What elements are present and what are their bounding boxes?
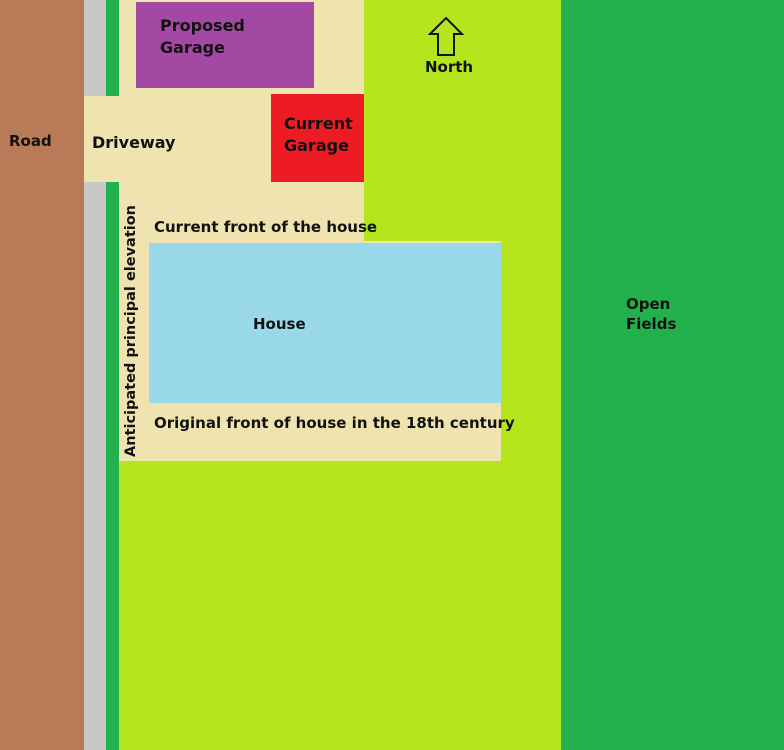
road: [0, 0, 84, 750]
hedge-strip: [106, 0, 119, 750]
open-fields-label-line2: Fields: [626, 315, 677, 334]
original-front-label: Original front of house in the 18th cent…: [154, 414, 515, 432]
anticipated-elevation-label: Anticipated principal elevation: [123, 204, 139, 457]
road-label: Road: [9, 132, 52, 150]
open-fields: [561, 0, 784, 750]
proposed-garage: [136, 2, 314, 88]
open-fields-label-line1: Open: [626, 295, 671, 313]
house: [149, 243, 501, 403]
current-garage-label-line2: Garage: [284, 135, 349, 155]
proposed-garage-label-line1: Proposed: [160, 16, 245, 35]
proposed-garage-label-line2: Garage: [160, 37, 225, 57]
current-garage-label: Current Garage: [284, 113, 353, 156]
north-label: North: [425, 58, 474, 76]
driveway-label: Driveway: [92, 133, 176, 152]
open-fields-label: Open Fields: [626, 294, 676, 335]
proposed-garage-label: Proposed Garage: [160, 15, 245, 58]
current-garage-label-line1: Current: [284, 114, 353, 133]
house-label: House: [253, 315, 306, 333]
current-garage: [271, 94, 364, 182]
current-front-label: Current front of the house: [154, 218, 378, 236]
north-arrow-icon: [428, 17, 464, 56]
pavement: [84, 0, 106, 750]
